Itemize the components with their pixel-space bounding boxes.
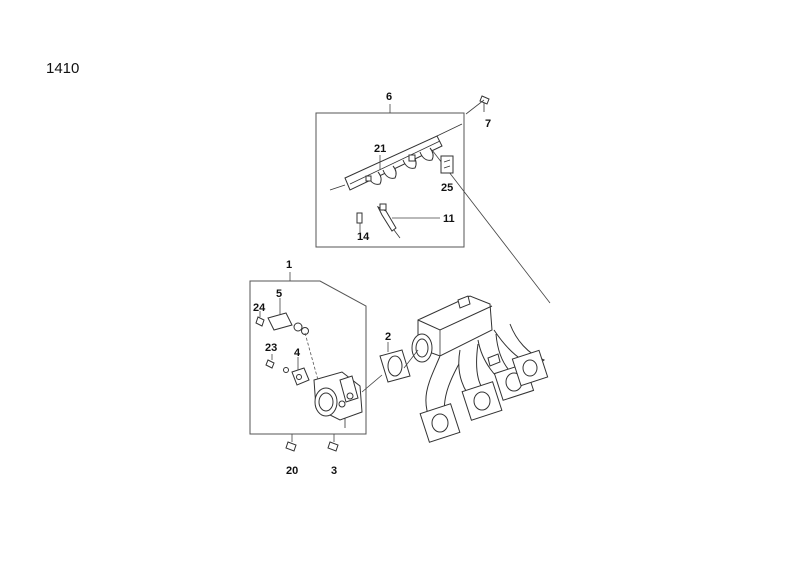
bolt-part-7 [479,95,490,112]
callout-25: 25 [441,182,453,194]
screw-part-24 [255,316,265,327]
fuel-rail [329,123,463,191]
throttle-position-sensor [267,312,309,335]
bracket-part-4 [291,367,310,386]
leader-7 [465,99,485,115]
callout-24: 24 [253,302,266,314]
bolt-part-3 [327,441,339,452]
o-ring-part-14 [356,212,363,224]
throttle-body-group-box [249,280,367,435]
callout-14: 14 [357,231,370,243]
callout-23: 23 [265,342,277,354]
callout-2: 2 [385,331,391,343]
intake-manifold [411,295,549,443]
fuel-injector [376,203,401,239]
callout-7: 7 [485,118,491,130]
dashed-link-sensor-throttle [304,332,319,381]
clip-part-25 [440,155,454,174]
callout-6: 6 [386,91,392,103]
screw-part-23 [265,359,289,373]
callout-20: 20 [286,465,298,477]
gasket-part-2 [379,349,411,383]
bolt-part-20 [285,441,297,452]
leader-gasket-manifold [403,349,419,369]
callout-11: 11 [443,213,455,225]
throttle-body [313,371,363,428]
fuel-rail-group-box [315,112,465,248]
callout-3: 3 [331,465,337,477]
callout-21: 21 [374,143,386,155]
leader-rail-manifold [431,149,551,304]
page-number: 1410 [46,60,80,77]
callout-4: 4 [294,347,301,359]
callout-5: 5 [276,288,282,300]
leader-throttle-gasket [361,374,383,393]
callout-1: 1 [286,259,292,271]
